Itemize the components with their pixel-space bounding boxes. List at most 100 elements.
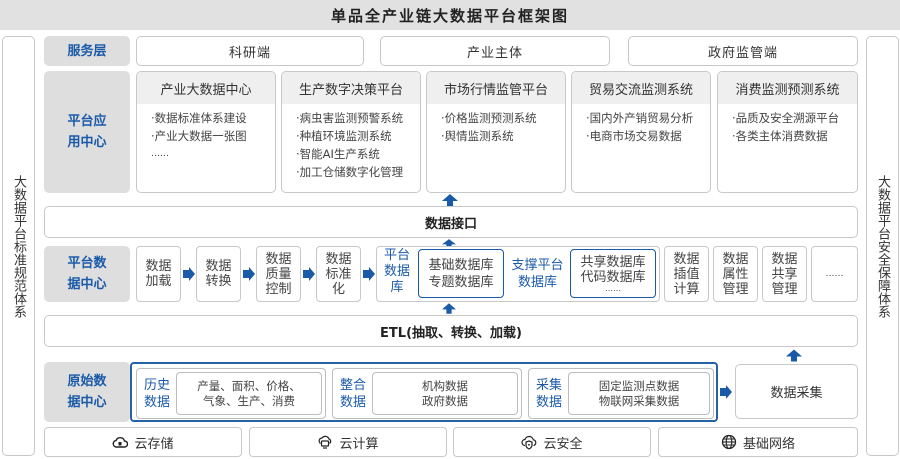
topic-database: 专题数据库 [428,274,494,290]
card-item: ·智能AI生产系统 [296,147,380,161]
infra-label: 云安全 [543,436,583,452]
raw-center-label-line1: 原始数 [67,374,107,389]
platform-center-label-line1: 平台数 [67,256,107,271]
card-item: ·价格监测预测系统 [441,111,537,125]
cloud-security-icon [521,435,537,450]
platform-db-label-line: 数据 [383,264,410,279]
card-item: ·电商市场交易数据 [586,129,682,143]
integrated-data-label: 整合 数据 [337,377,369,411]
step-data-sharing-management: 数据 共享 管理 [762,246,807,302]
label-line: 数据 [339,395,366,410]
step-line: 数据 [673,251,700,267]
label-line: 数据 [535,395,562,410]
arrow-up-icon [442,239,456,247]
collected-data: 采集 数据 固定监测点数据 物联网采集数据 [528,368,714,419]
step-line: 属性 [722,266,749,282]
step-line: 共享 [771,266,798,282]
step-line: 管理 [722,281,749,297]
infra-cloud-security: 云安全 [453,427,651,457]
collected-data-content: 固定监测点数据 物联网采集数据 [568,372,710,415]
card-title: 消费监测预测系统 [718,72,857,104]
card-item: ·舆情监测系统 [441,129,514,143]
step-line: 数据 [205,259,232,274]
arrow-up-icon [442,194,458,207]
raw-center-label: 原始数 据中心 [44,362,130,422]
content-line: 固定监测点数据 [598,378,680,393]
service-government: 政府监管端 [628,36,858,66]
step-data-load: 数据 加载 [136,246,181,302]
standards-column: 大数据平台标准规范体系 [2,36,35,456]
cloud-storage-icon [113,437,129,448]
infra-label: 云计算 [339,436,379,452]
infra-cloud-storage: 云存储 [44,427,242,457]
card-item: ·加工仓储数字化管理 [296,165,404,179]
step-line: 数据 [265,251,292,267]
card-item: ·种植环境监测系统 [296,129,392,143]
infra-label: 云存储 [134,436,174,452]
security-column-label: 大数据平台安全保障体系 [875,174,890,318]
service-research: 科研端 [136,36,364,66]
step-line: 插值 [673,266,700,282]
step-data-interpolation: 数据 插值 计算 [664,246,709,302]
step-line: 数据 [722,251,749,267]
arrow-up-icon [786,349,802,362]
infra-cloud-computing: 云计算 [249,427,447,457]
platform-center-label: 平台数 据中心 [44,246,130,302]
step-line: 质量 [265,266,292,282]
etl-bar: ETL(抽取、转换、加载) [44,315,858,347]
label-line: 数据 [143,395,170,410]
collected-data-label: 采集 数据 [533,377,565,411]
platform-db-label-line: 库 [390,280,404,295]
label-line: 历史 [143,378,170,393]
app-card-production-decision: 生产数字决策平台 ·病虫害监测预警系统 ·种植环境监测系统 ·智能AI生产系统 … [281,71,421,193]
support-db-label-line: 支撑平台 [511,258,564,273]
arrow-up-icon [442,303,456,314]
card-title: 市场行情监管平台 [427,72,565,104]
step-line: 数据 [325,251,352,267]
support-db-label-line: 数据库 [517,275,557,290]
app-card-consumption-forecast: 消费监测预测系统 ·品质及安全溯源平台 ·各类主体消费数据 [717,71,858,193]
card-item: …… [151,149,169,159]
card-item: ·品质及安全溯源平台 [732,111,840,125]
step-line: 数据 [145,259,172,274]
app-card-trade-monitoring: 贸易交流监测系统 ·国内外产销贸易分析 ·电商市场交易数据 [571,71,711,193]
app-center-label-line2: 用中心 [67,135,107,150]
step-line: 化 [331,281,345,297]
platform-db-label: 平台 数据 库 [379,248,415,296]
card-item: ·数据标准体系建设 [151,111,247,125]
arrow-right-icon [720,385,732,399]
integrated-data: 整合 数据 机构数据 政府数据 [332,368,522,419]
security-column: 大数据平台安全保障体系 [866,36,899,456]
content-line: 机构数据 [422,378,468,393]
step-more: …… [811,246,858,302]
support-db-box: 共享数据库 代码数据库 …… [570,249,656,298]
standards-column-label: 大数据平台标准规范体系 [11,174,26,318]
basic-database: 基础数据库 [428,257,494,273]
service-industry: 产业主体 [380,36,610,66]
step-line: 加载 [145,274,172,289]
step-data-transform: 数据 转换 [196,246,241,302]
historical-data: 历史 数据 产量、面积、价格、 气象、生产、消费 [136,368,326,419]
step-data-quality-control: 数据 质量 控制 [256,246,301,302]
card-item: ·病虫害监测预警系统 [296,111,404,125]
card-item: ·产业大数据一张图 [151,129,247,143]
app-center-label: 平台应 用中心 [44,71,130,193]
arrow-right-icon [243,267,255,281]
content-line: 气象、生产、消费 [203,393,295,408]
data-interface-bar: 数据接口 [44,206,858,238]
card-item: ·国内外产销贸易分析 [586,111,694,125]
platform-center-label-line2: 据中心 [67,277,107,292]
raw-data-group: 历史 数据 产量、面积、价格、 气象、生产、消费 整合 数据 机构数据 政府数据… [130,362,718,422]
step-line: 计算 [673,281,700,297]
step-line: 转换 [205,274,232,289]
label-line: 整合 [339,378,366,393]
cloud-computing-icon [319,435,332,449]
card-title: 贸易交流监测系统 [572,72,710,104]
card-title: 生产数字决策平台 [282,72,420,104]
app-card-industry-big-data: 产业大数据中心 ·数据标准体系建设 ·产业大数据一张图 …… [136,71,276,193]
step-data-standardization: 数据 标准 化 [316,246,361,302]
arrow-right-icon [303,267,315,281]
service-layer-label: 服务层 [44,36,130,66]
more-databases: …… [605,283,621,293]
label-line: 采集 [535,378,562,393]
